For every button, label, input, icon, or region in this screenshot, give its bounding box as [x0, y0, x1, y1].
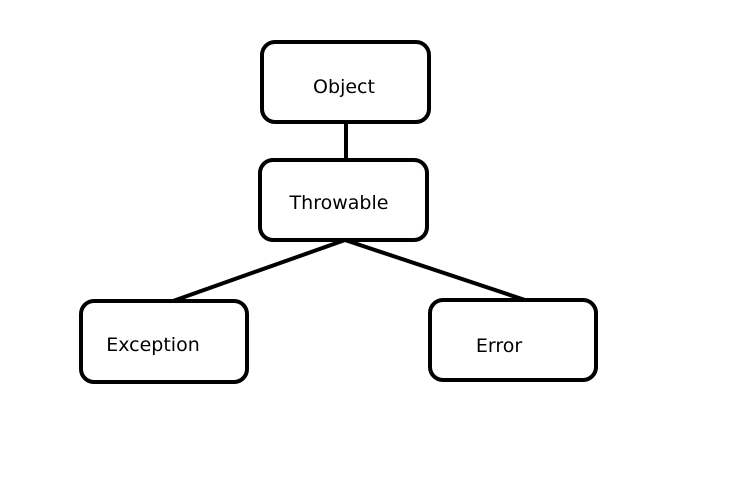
edge-throwable-exception	[172, 238, 346, 303]
node-throwable-label: Throwable	[289, 192, 389, 214]
node-object: Object	[260, 40, 431, 124]
node-throwable: Throwable	[258, 158, 429, 242]
node-object-label: Object	[313, 76, 375, 98]
node-error: Error	[428, 298, 598, 382]
node-error-label: Error	[476, 335, 523, 357]
node-exception: Exception	[79, 299, 249, 384]
edge-throwable-error	[344, 238, 526, 302]
node-exception-label: Exception	[106, 334, 200, 356]
